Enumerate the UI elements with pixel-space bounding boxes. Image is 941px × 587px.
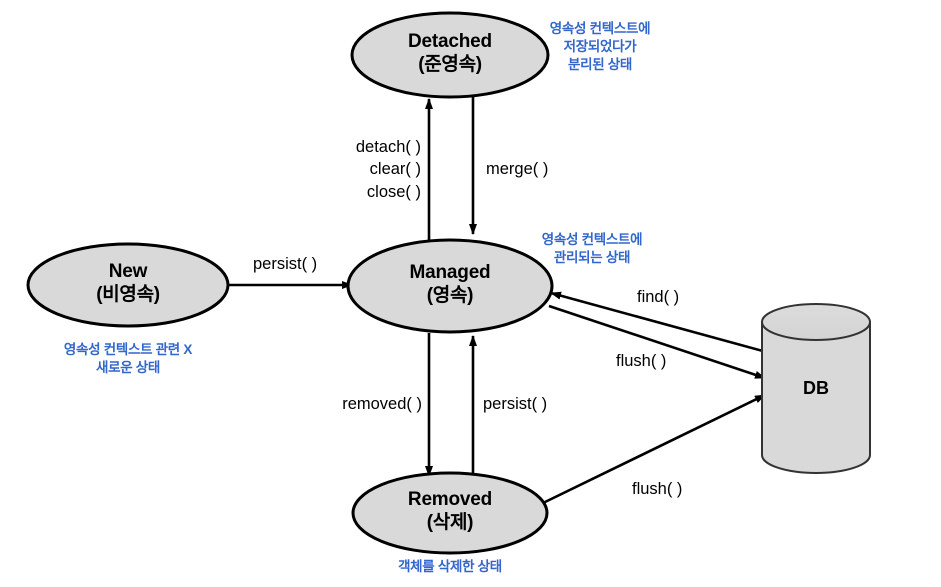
edge-detach-label: detach( ) clear( ) close( ) [325, 136, 421, 203]
note-new-line-2: 새로운 상태 [95, 360, 161, 376]
edge-flush-removed-label-line-1: flush( ) [632, 480, 683, 498]
edge-merge-label-line-1: merge( ) [486, 160, 549, 178]
edge-detach-label-line-1: detach( ) [355, 138, 421, 156]
note-detached-line-3: 분리된 상태 [567, 57, 633, 73]
note-new: 영속성 컨텍스트 관련 X 새로운 상태 [38, 341, 218, 377]
note-new-line-1: 영속성 컨텍스트 관련 X [63, 342, 193, 357]
node-new-shape[interactable] [26, 242, 230, 328]
node-removed-shape[interactable] [351, 471, 549, 555]
note-detached-line-2: 저장되었다가 [563, 39, 637, 55]
edge-removed-label: removed( ) [330, 393, 422, 415]
node-db-label-text: DB [803, 378, 829, 398]
edge-flush-removed-line [542, 393, 766, 505]
edge-merge-label: merge( ) [486, 158, 548, 180]
edge-persist-new-label-line-1: persist( ) [253, 255, 318, 273]
note-removed: 객체를 삭제한 상태 [360, 558, 540, 576]
note-managed-line-1: 영속성 컨텍스트에 [541, 232, 643, 247]
edge-flush-managed-label-line-1: flush( ) [616, 352, 667, 370]
edge-detach-label-line-2: clear( ) [369, 160, 421, 179]
edge-persist-removed-label-line-1: persist( ) [483, 395, 548, 413]
edge-removed-label-line-1: removed( ) [342, 395, 422, 413]
node-detached-shape[interactable] [350, 11, 550, 99]
edge-find-label-line-1: find( ) [637, 288, 680, 306]
edge-find-line [550, 291, 771, 355]
edge-flush-removed-label: flush( ) [632, 478, 682, 500]
note-detached-line-1: 영속성 컨텍스트에 [549, 21, 651, 36]
note-detached: 영속성 컨텍스트에 저장되었다가 분리된 상태 [540, 20, 660, 75]
edge-persist-removed-label: persist( ) [483, 393, 547, 415]
node-managed-shape[interactable] [346, 238, 554, 334]
note-managed-line-2: 관리되는 상태 [553, 250, 631, 266]
node-db-label: DB [762, 378, 870, 399]
edge-flush-managed-label: flush( ) [616, 350, 666, 372]
edge-find-label: find( ) [637, 286, 679, 308]
edge-persist-new-label: persist( ) [253, 253, 317, 275]
edge-flush-managed-line [548, 304, 766, 380]
note-managed: 영속성 컨텍스트에 관리되는 상태 [519, 231, 665, 267]
note-removed-line-1: 객체를 삭제한 상태 [398, 559, 502, 574]
edge-detach-label-line-3: close( ) [366, 182, 421, 201]
node-db-shape[interactable] [761, 303, 871, 474]
